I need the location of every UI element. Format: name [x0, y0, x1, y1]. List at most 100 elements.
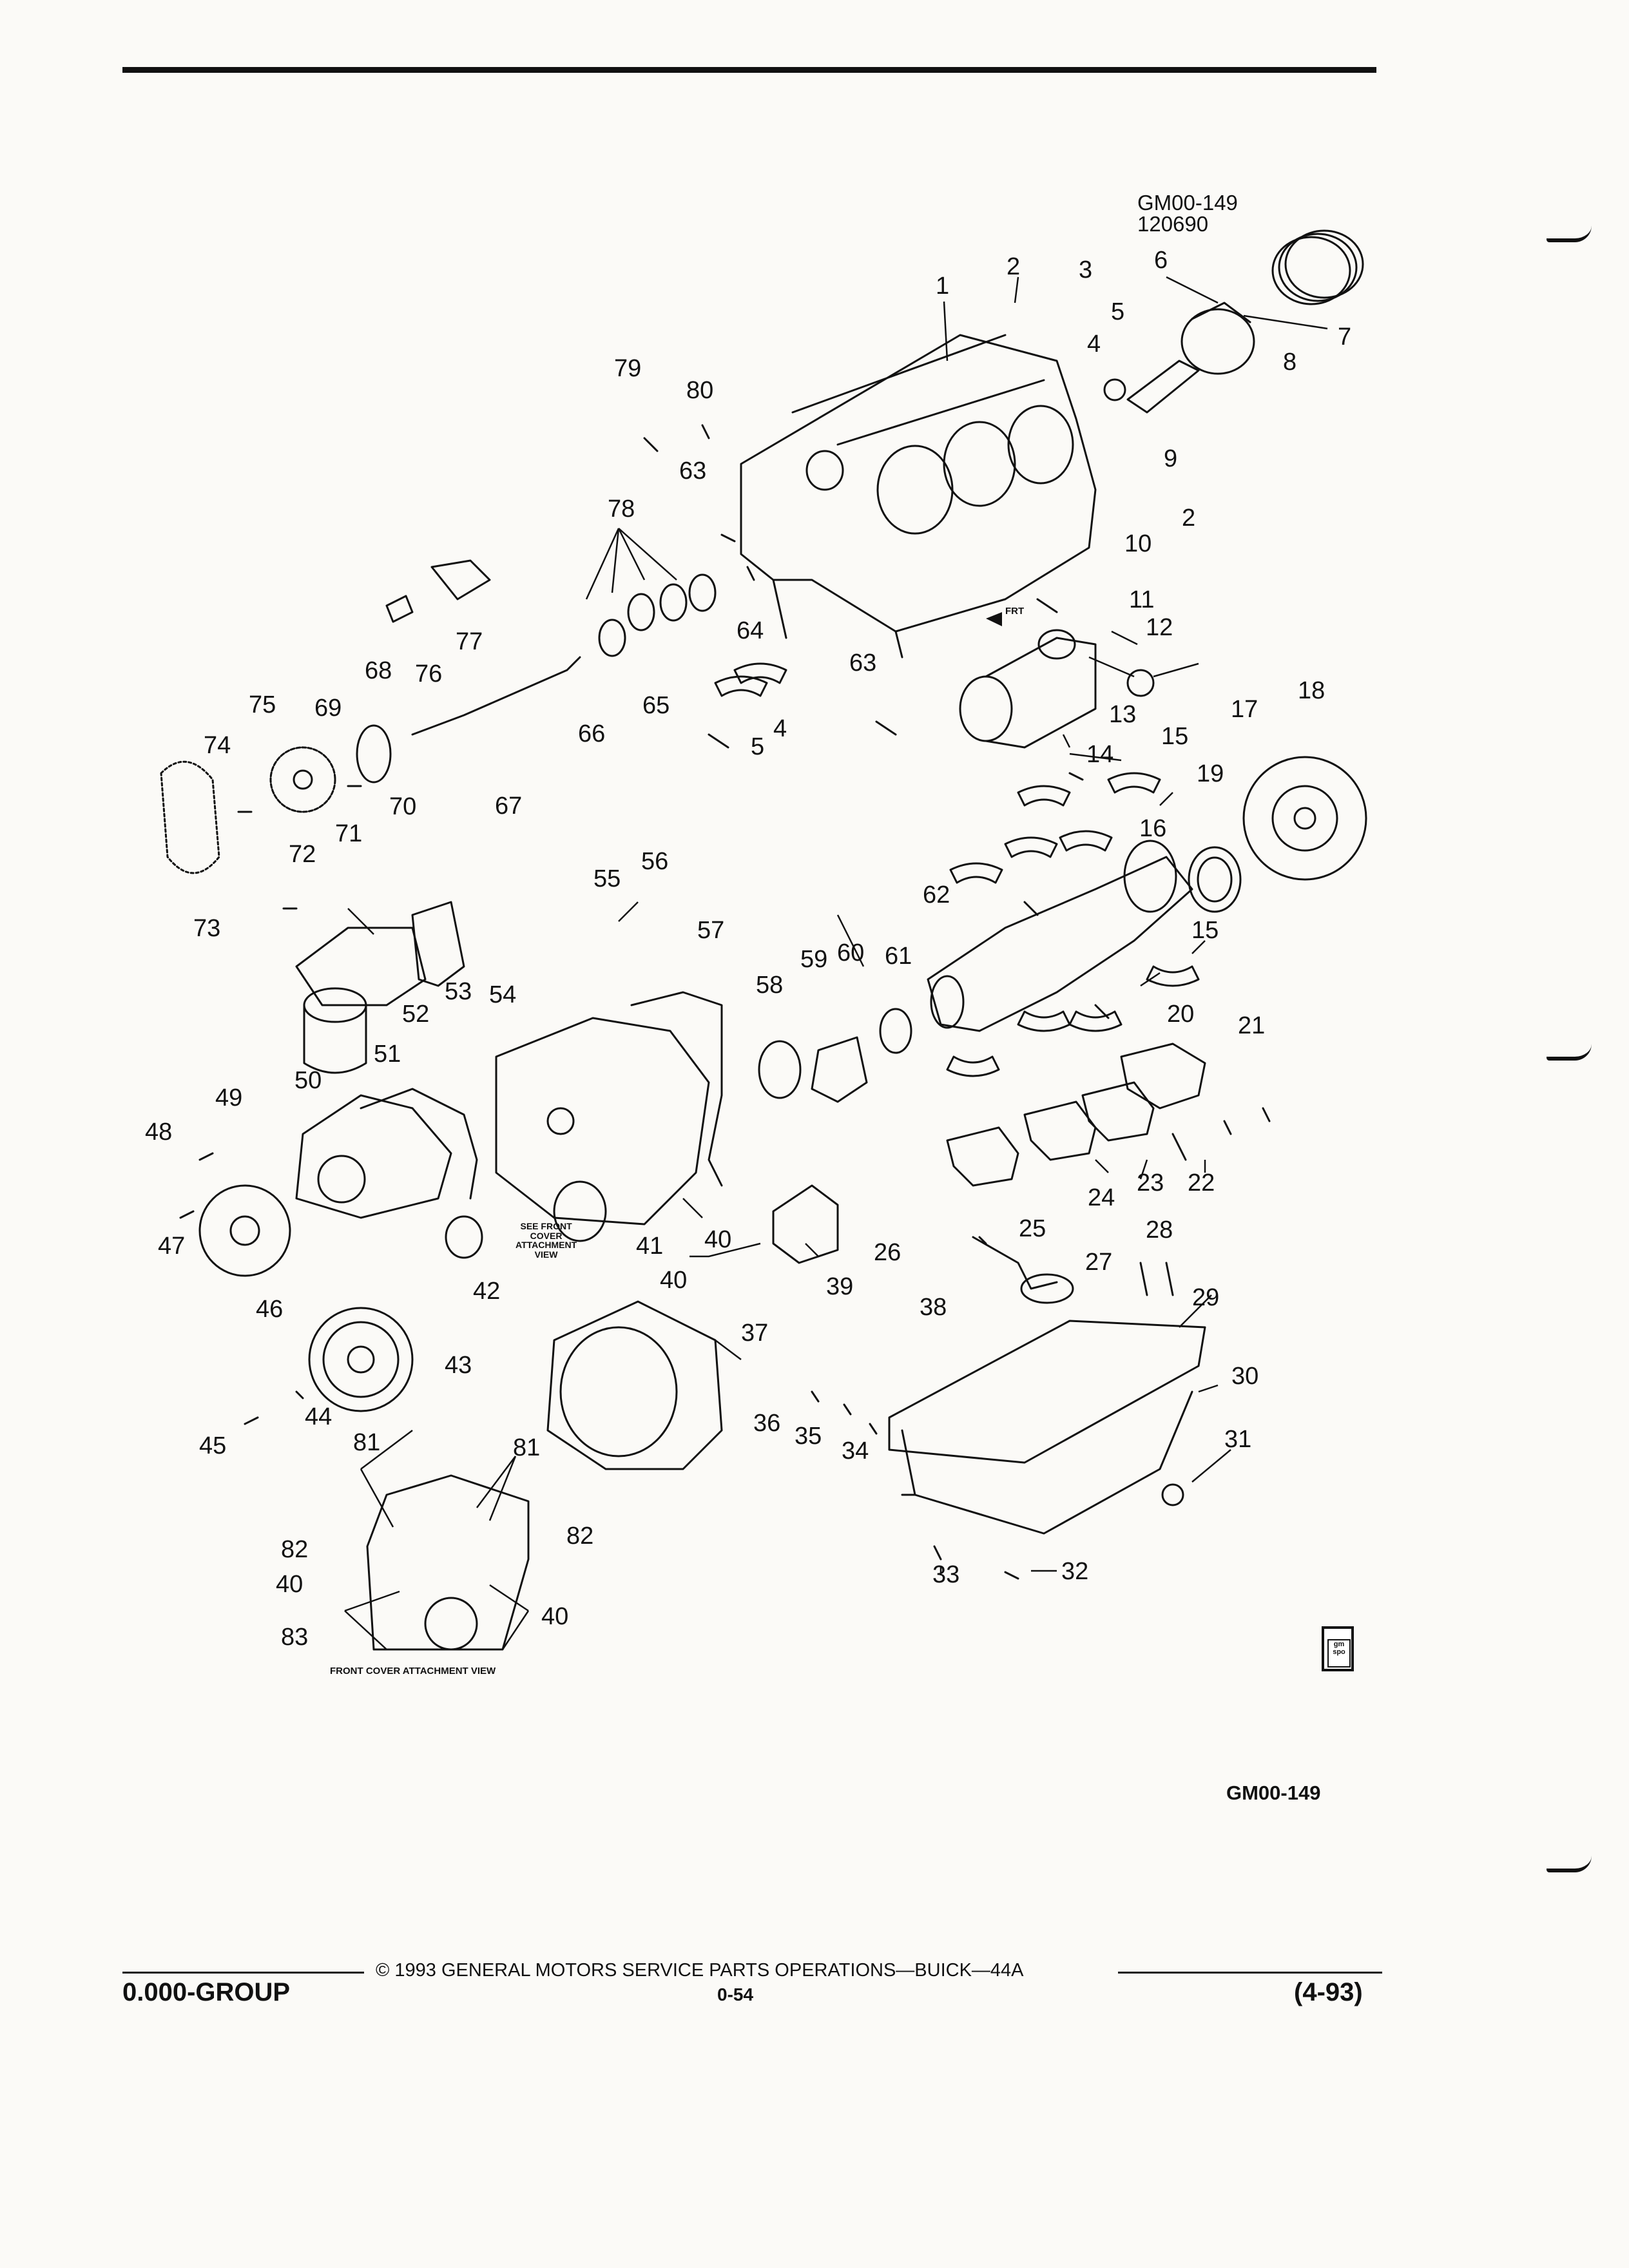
callout-82: 82 — [281, 1536, 309, 1563]
callout-12: 12 — [1146, 614, 1173, 641]
callout-31: 31 — [1224, 1426, 1252, 1453]
callout-17: 17 — [1231, 696, 1258, 723]
callout-55: 55 — [593, 865, 621, 892]
see-front-cover-note: SEE FRONT COVER ATTACHMENT VIEW — [516, 1221, 577, 1260]
front-crank-seal — [445, 1215, 483, 1259]
water-pump-pulley — [198, 1184, 291, 1277]
callout-51: 51 — [374, 1041, 401, 1068]
footer-date: (4-93) — [1294, 1978, 1363, 2006]
cam-sprocket — [269, 746, 336, 813]
drain-plug — [1161, 1483, 1184, 1506]
engine-block — [740, 334, 1097, 658]
callout-2: 2 — [1007, 253, 1021, 280]
crank-gear — [879, 1008, 912, 1054]
callout-54: 54 — [489, 981, 517, 1008]
callout-15b: 15 — [1191, 917, 1219, 944]
callout-47: 47 — [158, 1233, 186, 1260]
callout-3: 3 — [1079, 256, 1093, 284]
callout-49: 49 — [215, 1084, 243, 1111]
callout-32: 32 — [1061, 1558, 1089, 1585]
gm-spo-logo: gm spo — [1327, 1639, 1351, 1667]
callout-5: 5 — [1111, 298, 1125, 325]
oil-filter-adapter — [295, 927, 427, 1006]
callout-79: 79 — [614, 355, 642, 382]
callout-72: 72 — [289, 841, 316, 868]
front-cover-attachment-view — [366, 1474, 530, 1651]
callout-23: 23 — [1137, 1169, 1164, 1196]
callout-18: 18 — [1298, 677, 1325, 704]
callout-2b: 2 — [1182, 505, 1196, 532]
callout-14: 14 — [1086, 741, 1114, 768]
callout-22: 22 — [1188, 1169, 1215, 1196]
flywheel — [1242, 756, 1367, 881]
callout-76: 76 — [415, 660, 443, 687]
callout-59: 59 — [800, 946, 828, 973]
leader-lines — [344, 276, 1328, 1650]
connecting-rod — [1126, 360, 1200, 414]
callout-48: 48 — [145, 1119, 173, 1146]
callout-68: 68 — [365, 657, 392, 684]
front-seal — [758, 1040, 802, 1099]
callout-42: 42 — [473, 1278, 501, 1305]
engine-mount — [772, 1184, 839, 1264]
callout-33: 33 — [932, 1561, 960, 1588]
callout-8: 8 — [1283, 349, 1297, 376]
cam-sensor — [385, 595, 414, 623]
footer-page: 0-54 — [717, 1984, 754, 2004]
front-cover-view-caption: FRONT COVER ATTACHMENT VIEW — [330, 1666, 496, 1677]
callout-75: 75 — [249, 691, 276, 718]
adapter-gasket — [411, 901, 465, 987]
callout-81b: 81 — [513, 1434, 541, 1461]
footer-figure-code: GM00-149 — [1226, 1782, 1321, 1804]
main-bearing-caps — [946, 1043, 1206, 1187]
flywheel-housing-cover — [546, 1300, 723, 1470]
callout-28: 28 — [1146, 1216, 1173, 1244]
callout-63: 63 — [679, 457, 707, 485]
callout-46: 46 — [256, 1296, 284, 1323]
callout-65: 65 — [642, 692, 670, 719]
margin-tick-2 — [1547, 1044, 1592, 1061]
callout-77: 77 — [456, 628, 483, 655]
callout-15: 15 — [1161, 723, 1189, 750]
callout-4b: 4 — [773, 715, 787, 742]
callout-57: 57 — [697, 917, 725, 944]
callout-5b: 5 — [751, 733, 765, 760]
margin-tick-1 — [1547, 226, 1592, 242]
callout-44: 44 — [305, 1403, 333, 1430]
cam-bearings — [598, 573, 717, 657]
top-rule — [122, 67, 1376, 73]
callout-41: 41 — [636, 1233, 664, 1260]
piston-rings — [1271, 229, 1364, 305]
front-cover-gasket — [630, 991, 723, 1187]
callout-35: 35 — [795, 1423, 822, 1450]
callout-52: 52 — [402, 1001, 430, 1028]
callout-7: 7 — [1338, 323, 1352, 351]
callout-53: 53 — [445, 978, 472, 1005]
callout-26: 26 — [874, 1239, 901, 1266]
callout-81: 81 — [353, 1429, 381, 1456]
callout-1: 1 — [936, 273, 950, 300]
callout-25: 25 — [1019, 1215, 1046, 1242]
camshaft — [411, 656, 581, 736]
callout-16: 16 — [1139, 815, 1167, 842]
callout-63b: 63 — [849, 649, 877, 677]
callout-71: 71 — [335, 820, 363, 847]
callout-37: 37 — [741, 1320, 769, 1347]
callout-20: 20 — [1167, 1001, 1195, 1028]
callout-74: 74 — [204, 732, 231, 759]
oil-filter — [303, 987, 367, 1074]
front-cover — [495, 1017, 710, 1242]
callout-56: 56 — [641, 848, 669, 875]
callout-40b: 40 — [704, 1226, 732, 1253]
water-pump — [295, 1094, 452, 1219]
frt-label: FRT — [1005, 606, 1025, 617]
footer-rule-left — [122, 1972, 364, 1974]
starter-motor — [959, 629, 1097, 749]
callout-83: 83 — [281, 1624, 309, 1651]
fasteners — [179, 424, 1271, 1580]
callout-36: 36 — [753, 1410, 781, 1437]
gm-spo-badge: gm spo — [1322, 1626, 1354, 1671]
front-arrow — [986, 612, 1002, 626]
starter-shield — [1126, 669, 1155, 697]
